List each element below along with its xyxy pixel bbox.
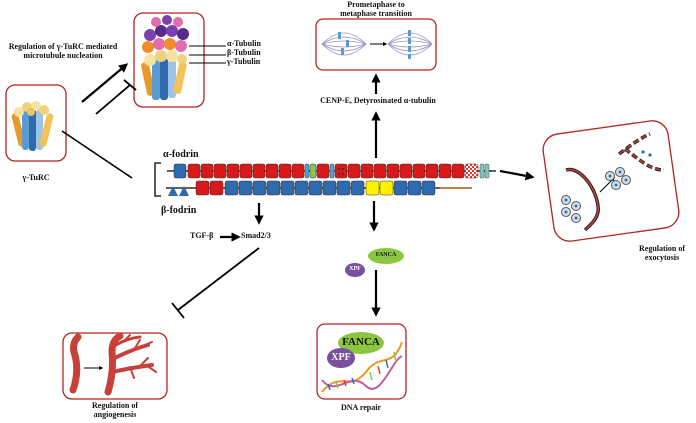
angiogenesis-line-1: Regulation of: [92, 401, 138, 410]
smad-label: Smad2/3: [241, 231, 271, 240]
vesicles: [561, 167, 631, 223]
angiogenesis-line-2: angiogenesis: [93, 409, 137, 419]
cenpe-label: CENP-E, Detyrosinated α-tubulin: [320, 96, 436, 105]
tgfb-label: TGF-β: [190, 231, 214, 240]
angiogenesis-panel: [62, 332, 168, 400]
dna-repair-panel: [316, 323, 407, 400]
alpha-tubulin-label: α-Tubulin: [227, 39, 261, 48]
xpf-small-ellipse: [345, 263, 365, 277]
gamma-turc-icon: [11, 101, 54, 151]
fanca-large-label: FANCA: [342, 336, 380, 348]
exocytosis-label: Regulation of exocytosis: [628, 244, 696, 263]
dna-helix-icon: [321, 341, 403, 393]
prometaphase-line-1: Prometaphase to: [347, 0, 405, 9]
prometaphase-label: Prometaphase to metaphase transition: [336, 0, 416, 19]
fanca-large-ellipse: [338, 332, 384, 354]
xpf-large-ellipse: [327, 348, 355, 368]
spindle-icon: [321, 32, 433, 56]
nucleation-panel: [133, 12, 226, 108]
dna-repair-label: DNA repair: [340, 403, 382, 412]
fodrin-bracket: [154, 162, 161, 197]
xpf-small-label: XPF: [349, 266, 361, 272]
fanca-small-ellipse: [368, 248, 404, 264]
alpha-fodrin-label: α-fodrin: [163, 149, 199, 160]
exocytosis-panel: [542, 120, 680, 242]
prometaphase-line-2: metaphase transition: [340, 8, 412, 18]
microtubule-nucleation-icon: [141, 15, 189, 100]
gturc-regulation-line-1: Regulation of γ-TuRC mediated: [8, 42, 118, 51]
exocytosis-line-1: Regulation of: [639, 244, 685, 253]
tubulin-leader-lines: [189, 45, 226, 64]
gturc-regulation-label: Regulation of γ-TuRC mediated microtubul…: [1, 42, 125, 61]
angiogenesis-icon: [69, 332, 157, 396]
gturc-label: γ-TuRC: [22, 173, 50, 182]
arrows: [61, 63, 535, 319]
gamma-turc-panel: [5, 84, 67, 162]
beta-tubulin-label: β-Tubulin: [227, 48, 261, 57]
exocytosis-icon: [565, 132, 665, 232]
gamma-tubulin-label: γ-Tubulin: [227, 57, 261, 66]
xpf-large-label: XPF: [331, 352, 351, 363]
exocytosis-line-2: exocytosis: [644, 252, 680, 262]
fanca-small-label: FANCA: [375, 252, 397, 258]
alpha-fodrin-bar: [167, 163, 496, 179]
prometaphase-panel: [315, 18, 437, 71]
beta-fodrin-label: β-fodrin: [161, 205, 197, 216]
angiogenesis-label: Regulation of angiogenesis: [75, 401, 155, 420]
gturc-regulation-line-2: microtubule nucleation: [23, 50, 103, 60]
beta-fodrin-bar: [166, 180, 472, 196]
